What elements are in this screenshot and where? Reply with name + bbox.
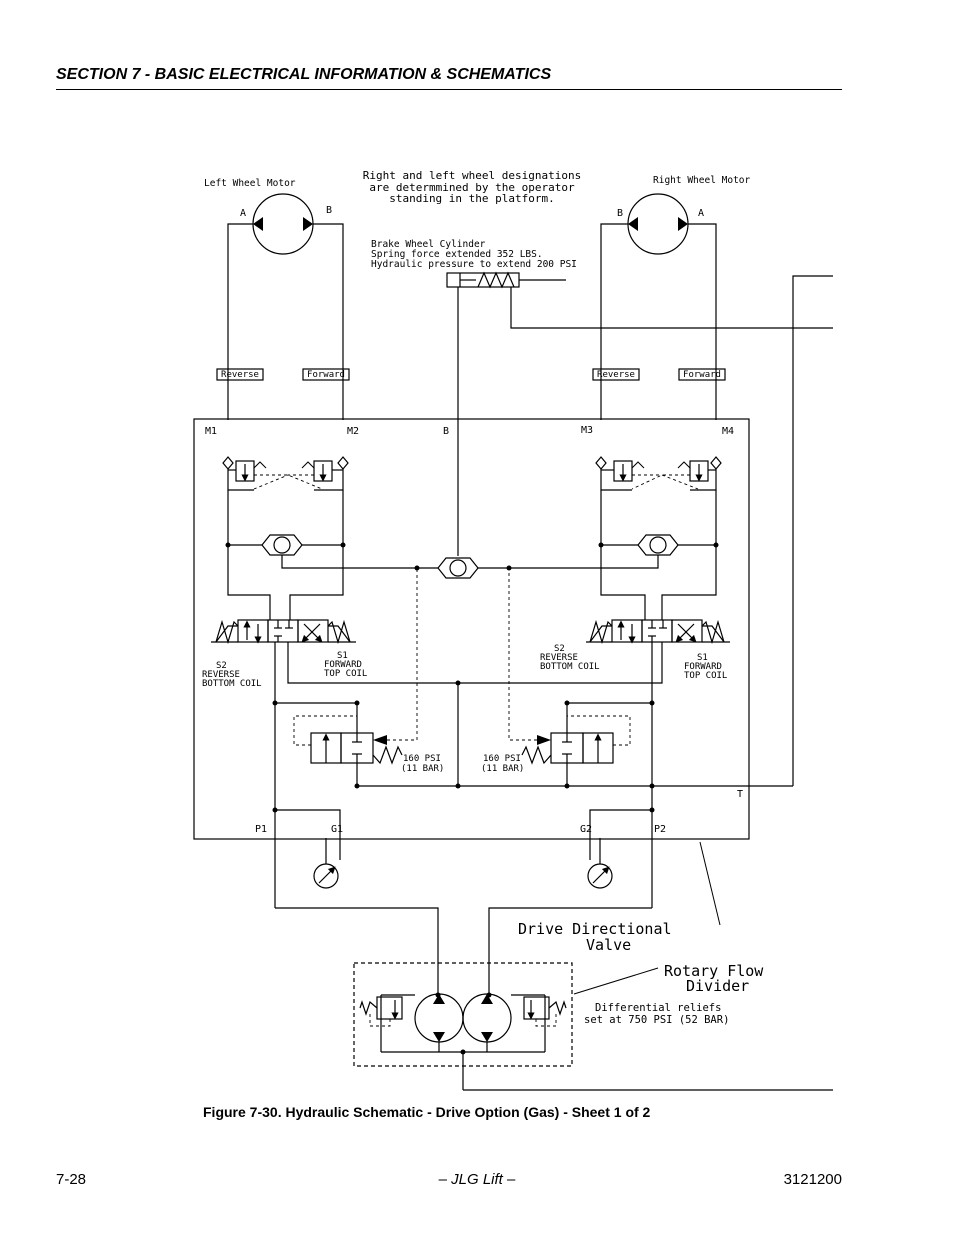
svg-text:are determmined by the operato: are determmined by the operator <box>369 181 575 194</box>
svg-text:TOP COIL: TOP COIL <box>324 669 367 679</box>
right-motor-port-a: A <box>698 208 704 219</box>
port-g1: G1 <box>331 824 343 835</box>
left-relief-label: 160 PSI (11 BAR) <box>401 754 444 774</box>
left-reverse-tag: Reverse <box>221 370 259 380</box>
flow-divider-motors <box>414 993 512 1043</box>
brake-note: Brake Wheel Cylinder Spring force extend… <box>371 239 577 270</box>
left-directional-valve <box>211 619 356 645</box>
svg-text:Right and left wheel designati: Right and left wheel designations <box>363 169 582 182</box>
port-g2: G2 <box>580 824 592 835</box>
svg-text:Valve: Valve <box>586 936 631 954</box>
port-p2: P2 <box>654 824 666 835</box>
svg-text:(11 BAR): (11 BAR) <box>481 764 524 774</box>
header-rule <box>56 89 842 90</box>
drive-directional-valve-block <box>193 418 750 840</box>
shuttle-valves <box>261 534 679 579</box>
left-s1-label: S1 FORWARD TOP COIL <box>324 651 367 679</box>
left-motor-label: Left Wheel Motor <box>204 178 296 189</box>
svg-text:BOTTOM COIL: BOTTOM COIL <box>202 679 262 689</box>
svg-text:S1: S1 <box>337 651 348 661</box>
svg-text:Spring force extended 352 LBS.: Spring force extended 352 LBS. <box>371 249 543 260</box>
svg-text:Brake Wheel Cylinder: Brake Wheel Cylinder <box>371 239 486 250</box>
svg-text:160 PSI: 160 PSI <box>483 754 521 764</box>
designation-note: Right and left wheel designations are de… <box>363 169 582 205</box>
left-wheel-motor <box>252 193 314 255</box>
counterbalance-valves <box>222 456 722 490</box>
port-p1: P1 <box>255 824 267 835</box>
footer-brand: – JLG Lift – <box>438 1171 516 1188</box>
rfd-label: Rotary Flow Divider <box>664 962 764 995</box>
svg-text:REVERSE: REVERSE <box>540 653 578 663</box>
left-differential-relief <box>359 995 403 1052</box>
left-s2-label: S2 REVERSE BOTTOM COIL <box>202 661 262 689</box>
right-forward-tag: Forward <box>683 370 721 380</box>
left-motor-port-b: B <box>326 205 332 216</box>
right-s1-label: S1 FORWARD TOP COIL <box>684 653 727 681</box>
port-m4: M4 <box>722 426 734 437</box>
port-m2: M2 <box>347 426 359 437</box>
port-m1: M1 <box>205 426 217 437</box>
svg-text:S2: S2 <box>216 661 227 671</box>
svg-text:160 PSI: 160 PSI <box>403 754 441 764</box>
svg-text:Hydraulic pressure to extend 2: Hydraulic pressure to extend 200 PSI <box>371 259 577 270</box>
right-motor-port-b: B <box>617 208 623 219</box>
svg-text:FORWARD: FORWARD <box>684 662 722 672</box>
svg-text:Differential reliefs: Differential reliefs <box>595 1002 721 1014</box>
right-relief-valve <box>508 568 631 765</box>
brake-cylinder <box>446 271 566 289</box>
svg-text:standing in the platform.: standing in the platform. <box>389 192 555 205</box>
port-b: B <box>443 426 449 437</box>
right-differential-relief <box>523 995 567 1052</box>
gauge-g2 <box>587 863 613 889</box>
left-motor-port-a: A <box>240 208 246 219</box>
svg-text:BOTTOM COIL: BOTTOM COIL <box>540 662 600 672</box>
svg-text:Rotary Flow: Rotary Flow <box>664 962 764 980</box>
left-forward-tag: Forward <box>307 370 345 380</box>
section-header: SECTION 7 - BASIC ELECTRICAL INFORMATION… <box>56 66 552 83</box>
right-motor-label: Right Wheel Motor <box>653 175 751 186</box>
page-number: 7-28 <box>56 1171 87 1188</box>
differential-relief-note: Differential reliefs set at 750 PSI (52 … <box>584 1002 729 1026</box>
svg-text:set at 750 PSI (52 BAR): set at 750 PSI (52 BAR) <box>584 1014 729 1026</box>
left-relief-valve <box>293 568 418 765</box>
svg-text:Divider: Divider <box>686 977 749 995</box>
right-directional-valve <box>586 619 730 645</box>
document-number: 3121200 <box>783 1171 842 1188</box>
svg-text:REVERSE: REVERSE <box>202 670 240 680</box>
right-relief-label: 160 PSI (11 BAR) <box>481 754 524 774</box>
port-m3: M3 <box>581 425 593 436</box>
right-wheel-motor <box>627 193 689 255</box>
gauge-g1 <box>313 863 339 889</box>
svg-text:S2: S2 <box>554 644 565 654</box>
svg-text:(11 BAR): (11 BAR) <box>401 764 444 774</box>
port-t: T <box>737 789 743 800</box>
ddv-label: Drive Directional Valve <box>518 920 672 954</box>
svg-text:FORWARD: FORWARD <box>324 660 362 670</box>
svg-text:S1: S1 <box>697 653 708 663</box>
right-reverse-tag: Reverse <box>597 370 635 380</box>
svg-text:TOP COIL: TOP COIL <box>684 671 727 681</box>
svg-text:Drive Directional: Drive Directional <box>518 920 672 938</box>
right-s2-label: S2 REVERSE BOTTOM COIL <box>540 644 600 672</box>
figure-caption: Figure 7-30. Hydraulic Schematic - Drive… <box>203 1104 651 1120</box>
